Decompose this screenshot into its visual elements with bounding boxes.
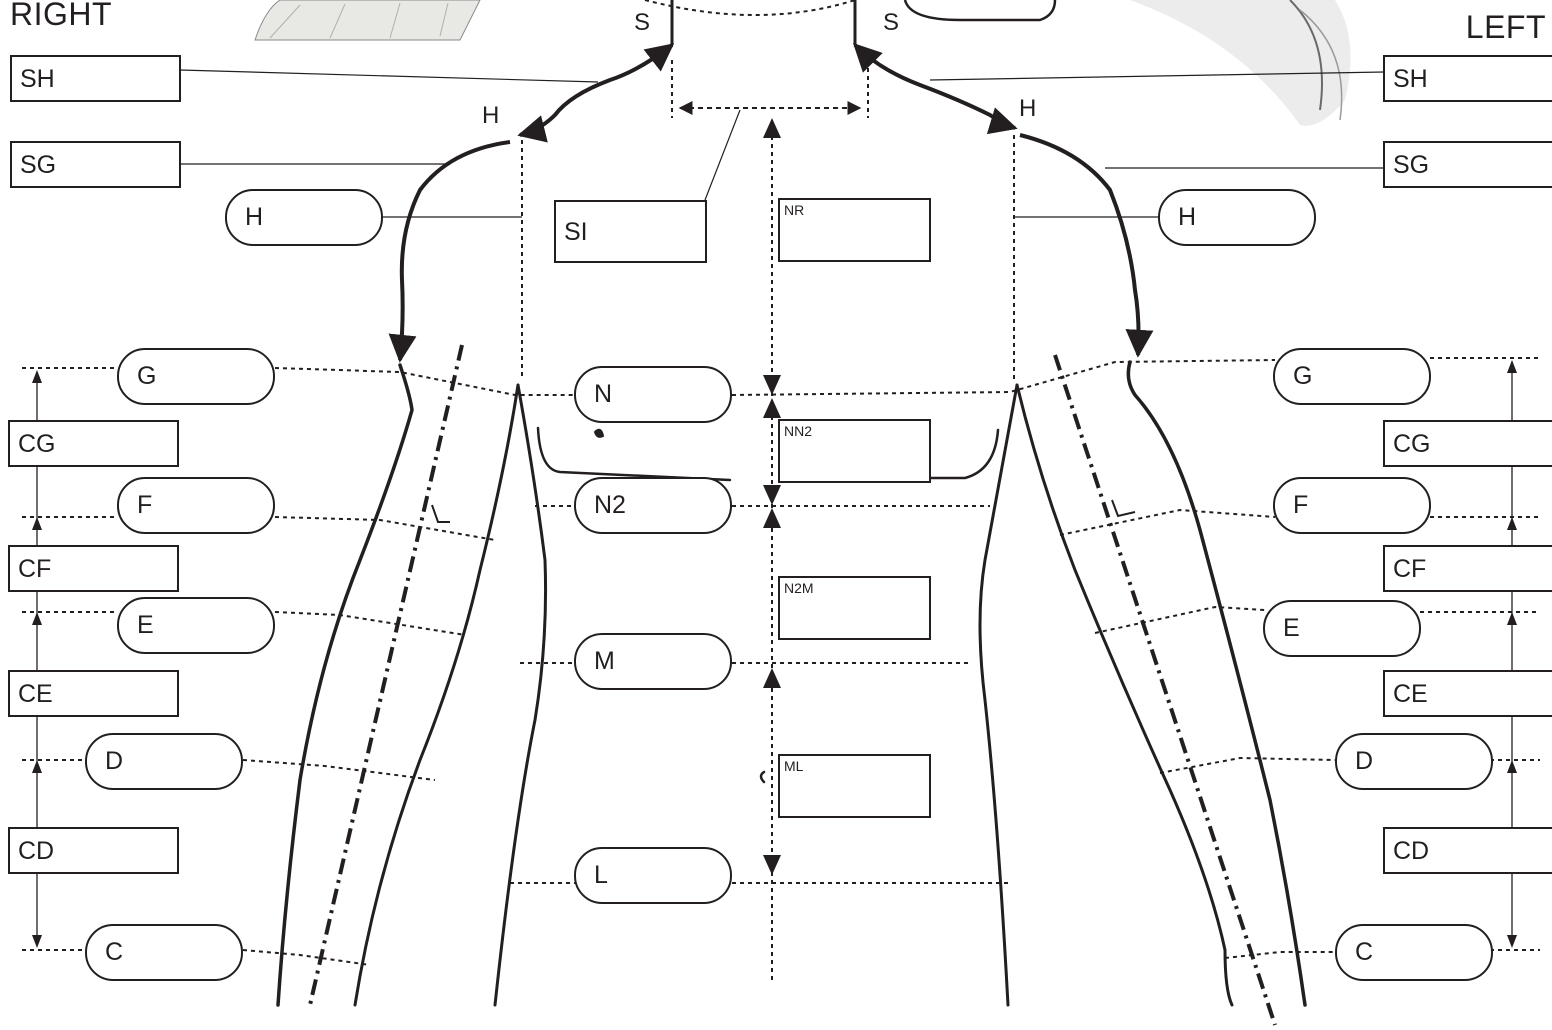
photo-fragment-top-right — [1130, 0, 1351, 126]
right-e-pill[interactable]: E — [117, 597, 275, 654]
center-nn2-field[interactable]: NN2 — [778, 419, 931, 483]
center-m-pill[interactable]: M — [574, 633, 732, 690]
right-c-pill[interactable]: C — [85, 924, 243, 981]
photo-fragment-top-left — [255, 0, 480, 40]
left-f-pill[interactable]: F — [1273, 477, 1431, 534]
right-d-pill[interactable]: D — [85, 733, 243, 790]
left-e-pill[interactable]: E — [1263, 600, 1421, 657]
left-cd-field[interactable]: CD — [1383, 827, 1552, 874]
left-g-pill[interactable]: G — [1273, 348, 1431, 405]
left-d-pill[interactable]: D — [1335, 733, 1493, 790]
right-sg-field[interactable]: SG — [10, 141, 181, 188]
center-n2-pill[interactable]: N2 — [574, 477, 732, 534]
neck-guides — [645, 0, 1055, 118]
left-side-label: LEFT — [1466, 9, 1546, 46]
right-g-pill[interactable]: G — [117, 348, 275, 405]
center-l-pill[interactable]: L — [574, 847, 732, 904]
left-c-pill[interactable]: C — [1335, 924, 1493, 981]
right-ce-field[interactable]: CE — [8, 670, 179, 717]
right-cd-field[interactable]: CD — [8, 827, 179, 874]
center-n2m-field[interactable]: N2M — [778, 576, 931, 640]
right-cf-field[interactable]: CF — [8, 545, 179, 592]
center-nr-field[interactable]: NR — [778, 198, 931, 262]
left-sg-field[interactable]: SG — [1383, 141, 1552, 188]
center-ml-field[interactable]: ML — [778, 754, 931, 818]
left-sh-field[interactable]: SH — [1383, 55, 1552, 102]
shoulder-point-right: S — [634, 9, 650, 37]
shoulder-point-left: S — [883, 9, 899, 37]
left-cf-field[interactable]: CF — [1383, 545, 1552, 592]
right-side-label: RIGHT — [10, 0, 112, 33]
humerus-point-right: H — [482, 102, 499, 130]
center-si-field[interactable]: SI — [554, 200, 707, 263]
right-sh-field[interactable]: SH — [10, 55, 181, 102]
humerus-point-left: H — [1019, 95, 1036, 123]
right-h-pill[interactable]: H — [225, 189, 383, 246]
left-ce-field[interactable]: CE — [1383, 670, 1552, 717]
right-f-pill[interactable]: F — [117, 477, 275, 534]
left-h-pill[interactable]: H — [1158, 189, 1316, 246]
left-cg-field[interactable]: CG — [1383, 420, 1552, 467]
right-cg-field[interactable]: CG — [8, 420, 179, 467]
center-n-pill[interactable]: N — [574, 366, 732, 423]
